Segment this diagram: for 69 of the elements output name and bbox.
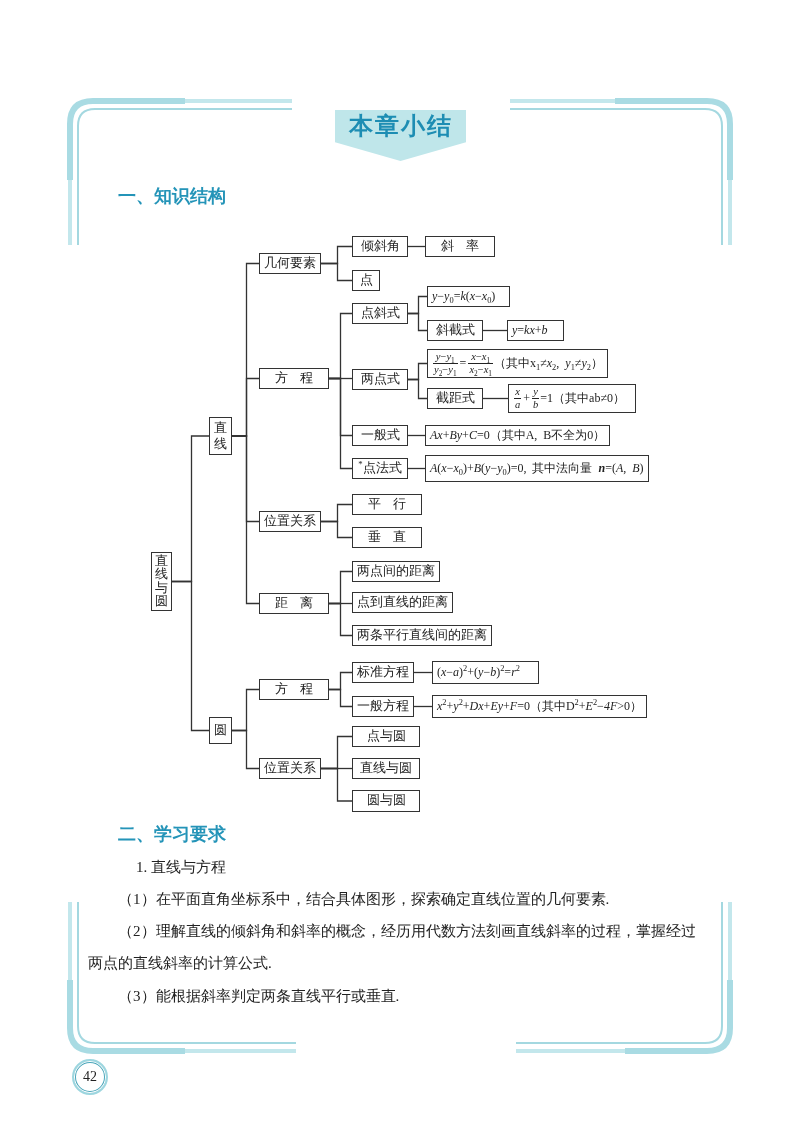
concept-box: 两点间的距离 [352,561,440,582]
connector-line [320,262,353,282]
concept-box: 截距式 [427,388,483,409]
formula-box: (x−a)$^{2}$+(y−b)$^{2}$=r$^{2}$ [432,661,539,684]
fraction-numerator: x−x$_{1}$ [470,350,492,363]
concept-box: 圆与圆 [352,790,420,812]
subsection-heading: 1. 直线与方程 [136,858,226,877]
fraction-denominator: y$_{2}$−y$_{1}$ [433,363,458,377]
concept-box: 倾斜角 [352,236,408,257]
connector-line [407,378,428,400]
connector-line [231,729,260,770]
formula-text: （其中x$_{1}$≠x$_{2}$, y$_{1}$≠y$_{2}$） [494,355,603,372]
concept-box: 垂直 [352,527,422,548]
concept-box: 斜率 [425,236,495,257]
concept-box: 一般方程 [352,696,414,717]
connector-line [320,520,353,539]
concept-box: 方程 [259,368,329,389]
formula-box [427,349,608,378]
title-banner: 本章小结 [335,110,466,161]
topic-box: 直线 [209,417,232,455]
formula-box: y−y$_{0}$=k(x−x$_{0}$) [427,286,510,307]
formula-box: Ax+By+C=0（其中A, B不全为0） [425,425,611,446]
connector-line [482,397,509,400]
math-sign: = [459,356,467,371]
fraction-denominator: a [514,398,522,412]
topic-box: 圆 [209,717,232,744]
concept-box: 几何要素 [259,253,321,274]
connector-line [482,329,508,332]
paragraph: （2）理解直线的倾斜角和斜率的概念，经历用代数方法刻画直线斜率的过程，掌握经过两点的直线斜率的计算公式. [88,922,697,973]
connector-line [407,312,428,332]
section-heading: 二、学习要求 [118,822,226,846]
math-sign: + [523,391,531,406]
concept-box: 点 [352,270,380,291]
concept-box: 斜截式 [427,320,483,341]
topic-box: 直线与圆 [151,552,172,611]
concept-box: $^{*}$点法式 [352,458,408,479]
formula-box: y=kx+b [507,320,564,341]
connector-line [328,602,353,637]
page-number: 42 [72,1059,108,1095]
concept-box: 距离 [259,593,329,614]
fraction-denominator: b [532,398,540,412]
concept-box: 平行 [352,494,422,515]
formula-box: A(x−x$_{0}$)+B(y−y$_{0}$)=0, 其中法向量 n=(A, B) [425,455,649,482]
fraction-numerator: y [532,385,539,398]
connector-line [231,435,260,605]
concept-box: 标准方程 [352,662,414,683]
concept-box: 直线与圆 [352,758,420,779]
concept-box: 点到直线的距离 [352,592,453,613]
connector-line [320,767,353,802]
concept-box: 位置关系 [259,758,321,779]
concept-box: 一般式 [352,425,408,446]
concept-box: 点与圆 [352,726,420,747]
concept-box: 方程 [259,679,329,700]
concept-box: 两点式 [352,369,408,390]
fraction-denominator: x$_{2}$−x$_{1}$ [468,363,493,377]
concept-box: 点斜式 [352,303,408,324]
connector-line [171,580,210,732]
concept-box: 位置关系 [259,511,321,532]
connector-line [328,688,353,708]
paragraph: （3）能根据斜率判定两条直线平行或垂直. [118,987,400,1006]
fraction-numerator: y−y$_{1}$ [434,350,456,363]
concept-box: 两条平行直线间的距离 [352,625,492,646]
formula-text: =1（其中ab≠0） [540,390,625,407]
section-heading: 一、知识结构 [118,184,226,208]
formula-box: x$^{2}$+y$^{2}$+Dx+Ey+F=0（其中D$^{2}$+E$^{2}$−4F>0） [432,695,647,718]
connector-line [328,377,353,470]
formula-box [508,384,636,413]
fraction-numerator: x [514,385,521,398]
paragraph: （1）在平面直角坐标系中，结合具体图形，探索确定直线位置的几何要素. [118,890,610,909]
